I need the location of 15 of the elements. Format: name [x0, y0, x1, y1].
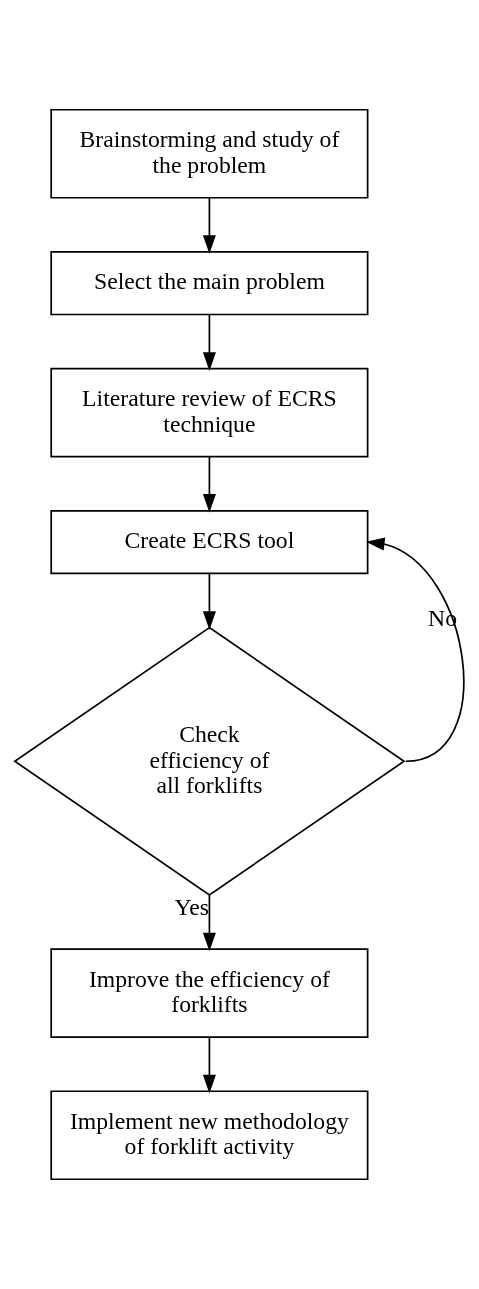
- arrow: [202, 456, 216, 513]
- arrow: [202, 313, 216, 371]
- node-box: Brainstorming and study of the problem: [50, 108, 369, 199]
- node-box: Select the main problem: [50, 251, 369, 316]
- arrow: [202, 1036, 216, 1094]
- arrow: [365, 537, 465, 763]
- node-box: Improve the efficiency of forklifts: [50, 948, 369, 1038]
- edge-label: Yes: [174, 894, 209, 921]
- node-box: Literature review of ECRS technique: [50, 367, 369, 458]
- node-box: Implement new methodology of forklift activity: [50, 1090, 369, 1181]
- node-box: Create ECRS tool: [50, 509, 369, 575]
- arrow: [202, 894, 216, 952]
- arrow: [202, 572, 216, 630]
- node-diamond: Check efficiency of all forklifts: [13, 626, 406, 896]
- arrow: [202, 197, 216, 254]
